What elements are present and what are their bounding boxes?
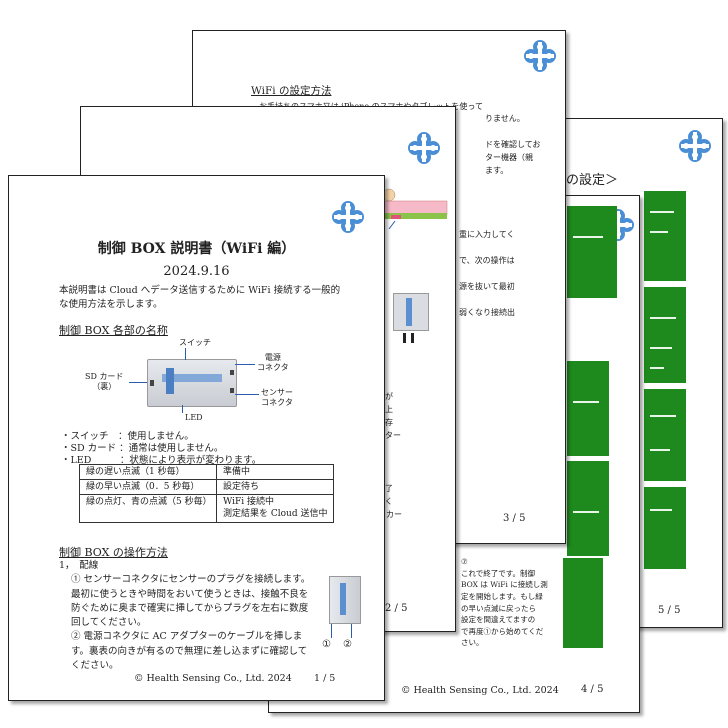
status-line: ・LED ：状態により表示が変わります。 bbox=[61, 455, 262, 466]
text-line: 源を抜いて最初 bbox=[459, 282, 515, 291]
pointer-arrow bbox=[185, 348, 186, 360]
screenshot-panel bbox=[567, 461, 609, 556]
pointer-arrow bbox=[351, 624, 352, 638]
led-status-table: 緑の遅い点滅（1 秒毎） 準備中 緑の早い点滅（0．5 秒毎） 設定待ち 緑の点… bbox=[79, 463, 335, 523]
table-cell: 緑の点灯、青の点滅（5 秒毎） bbox=[79, 494, 217, 523]
screenshot-panel bbox=[644, 287, 686, 383]
text-line: りません。 bbox=[485, 114, 525, 123]
intro-paragraph: 本説明書は Cloud へデータ送信するために WiFi 接続する一般的な使用方… bbox=[59, 285, 341, 310]
text-line: 弱くなり接続出 bbox=[459, 308, 515, 317]
page-title: 制御 BOX 説明書（WiFi 編） bbox=[97, 241, 296, 257]
page-number: 1 / 5 bbox=[314, 673, 336, 684]
control-box-vertical-image bbox=[329, 576, 361, 624]
page-number: 3 / 5 bbox=[503, 513, 526, 524]
callout-1: ① bbox=[322, 639, 331, 650]
document-date: 2024.9.16 bbox=[163, 264, 230, 279]
pointer-arrow bbox=[129, 382, 147, 383]
step-text: ⑦ これで終了です。制御 BOX は WiFi に接続し測 定を開始します。もし… bbox=[461, 557, 548, 648]
screenshot-panel bbox=[567, 206, 617, 298]
page-number: 4 / 5 bbox=[581, 684, 604, 695]
table-cell: 緑の遅い点滅（1 秒毎） bbox=[79, 463, 217, 481]
document-page-1: 制御 BOX 説明書（WiFi 編） 2024.9.16 本説明書は Cloud… bbox=[8, 175, 385, 701]
table-cell: 準備中 bbox=[215, 463, 335, 481]
text-line: ドを確認してお bbox=[485, 140, 541, 149]
text-line: ター機器（親 bbox=[485, 153, 533, 162]
screenshot-panel bbox=[644, 487, 686, 569]
pointer-arrow bbox=[182, 405, 183, 413]
pointer-arrow bbox=[235, 394, 259, 395]
table-cell: 緑の早い点滅（0．5 秒毎） bbox=[79, 479, 217, 496]
plug-icon bbox=[411, 333, 414, 343]
company-logo-icon bbox=[524, 40, 556, 72]
table-cell: WiFi 接続中 測定結果を Cloud 送信中 bbox=[215, 494, 335, 523]
screenshot-panel bbox=[644, 191, 686, 281]
page-number: 5 / 5 bbox=[658, 605, 681, 616]
label-switch: スイッチ bbox=[179, 338, 211, 347]
table-row: 緑の点灯、青の点滅（5 秒毎） WiFi 接続中 測定結果を Cloud 送信中 bbox=[79, 494, 335, 523]
text-line: ド上 bbox=[377, 405, 393, 414]
text-line: ます。 bbox=[485, 166, 509, 175]
callout-2: ② bbox=[343, 639, 352, 650]
operations-body: 1， 配線 ① センサーコネクタにセンサーのプラグを接続します。最初に使うときや… bbox=[59, 559, 314, 673]
text-line: プター bbox=[377, 431, 401, 440]
text-line: 保存 bbox=[377, 418, 393, 427]
screenshot-panel bbox=[644, 389, 686, 481]
screenshot-panel bbox=[567, 361, 609, 456]
text-line: で、次の操作は bbox=[459, 256, 515, 265]
control-box-image bbox=[147, 359, 237, 407]
plug-icon bbox=[403, 333, 406, 343]
pointer-arrow bbox=[331, 624, 332, 638]
pointer-arrow bbox=[235, 364, 255, 365]
section-heading: WiFi の設定方法 bbox=[251, 85, 332, 97]
label-sd-card: SD カード （裏） bbox=[85, 372, 124, 391]
company-logo-icon bbox=[679, 130, 711, 162]
section-heading-parts: 制御 BOX 各部の名称 bbox=[59, 324, 168, 337]
label-power-connector: 電源 コネクタ bbox=[257, 353, 289, 372]
table-row: 緑の遅い点滅（1 秒毎） 準備中 bbox=[79, 463, 335, 481]
section-heading-operations: 制御 BOX の操作方法 bbox=[59, 546, 168, 559]
ops-heading: 1， 配線 bbox=[59, 560, 99, 571]
ops-item: ① センサーコネクタにセンサーのプラグを接続します。最初に使うときや時間をおいて… bbox=[71, 574, 311, 628]
ops-item: ② 電源コネクタに AC アダプターのケーブルを挿します。裏表の向きが有るので無… bbox=[71, 631, 308, 671]
text-line: 青が bbox=[377, 392, 393, 401]
label-sensor-connector: センサー コネクタ bbox=[261, 388, 293, 407]
text-line: 終了 bbox=[377, 484, 393, 493]
section-heading: の設定＞ bbox=[566, 173, 619, 188]
company-logo-icon bbox=[332, 201, 364, 233]
table-cell: 設定待ち bbox=[215, 479, 335, 496]
sleeping-person-illustration bbox=[382, 188, 448, 229]
footer-copyright: © Health Sensing Co., Ltd. 2024 bbox=[401, 685, 559, 696]
text-line: 重に入力してく bbox=[459, 230, 515, 239]
label-led: LED bbox=[185, 413, 203, 422]
page-number: 2 / 5 bbox=[385, 603, 408, 614]
status-line: ・スイッチ ：使用しません。 bbox=[61, 431, 194, 442]
footer-copyright: © Health Sensing Co., Ltd. 2024 bbox=[134, 673, 292, 684]
status-line: ・SD カード ：通常は使用しません。 bbox=[61, 443, 224, 454]
table-row: 緑の早い点滅（0．5 秒毎） 設定待ち bbox=[79, 479, 335, 496]
screenshot-panel bbox=[563, 558, 603, 648]
company-logo-icon bbox=[408, 132, 440, 164]
control-box-image bbox=[393, 293, 429, 331]
